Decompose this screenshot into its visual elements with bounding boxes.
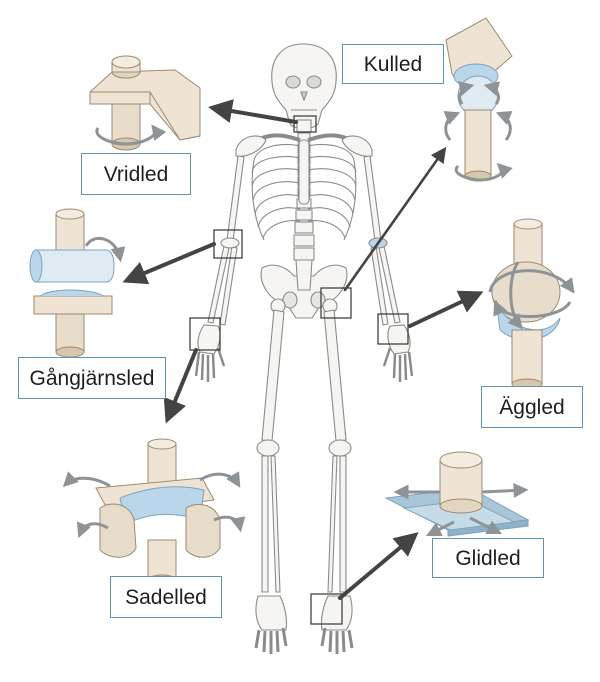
- label-kulled: Kulled: [342, 44, 444, 84]
- highlight-box-hip: [320, 287, 352, 319]
- highlight-box-wrist-right: [377, 313, 409, 345]
- arrow-aggled: [408, 290, 484, 328]
- hinge-joint-model: [29, 208, 126, 358]
- label-aggled: Äggled: [481, 386, 583, 428]
- arrow-gangjarnsled: [122, 242, 216, 285]
- arrow-glidled: [338, 532, 419, 600]
- highlight-box-wrist-left: [189, 317, 221, 351]
- left-leg: [254, 298, 288, 654]
- label-glidled: Glidled: [432, 538, 544, 578]
- gliding-joint-model: [384, 451, 530, 537]
- left-arm: [194, 155, 245, 382]
- highlight-box-neck: [293, 115, 317, 133]
- label-sadelled: Sadelled: [110, 576, 222, 618]
- saddle-joint-model: [62, 438, 246, 586]
- right-leg: [320, 298, 354, 654]
- pivot-joint-model: [89, 55, 201, 151]
- condyloid-joint-model: [488, 218, 575, 390]
- arrow-vridled: [208, 99, 298, 124]
- arrow-kulled: [343, 146, 447, 292]
- skeleton: [194, 43, 414, 654]
- label-vridled: Vridled: [81, 153, 191, 195]
- highlight-box-ankle: [310, 593, 343, 625]
- pointer-arrows: [122, 99, 484, 600]
- label-gangjarnsled: Gångjärnsled: [18, 357, 166, 399]
- right-arm: [363, 155, 414, 382]
- ball-socket-joint-model: [443, 17, 513, 182]
- rib-cage: [251, 139, 357, 241]
- arrow-sadelled: [163, 348, 198, 424]
